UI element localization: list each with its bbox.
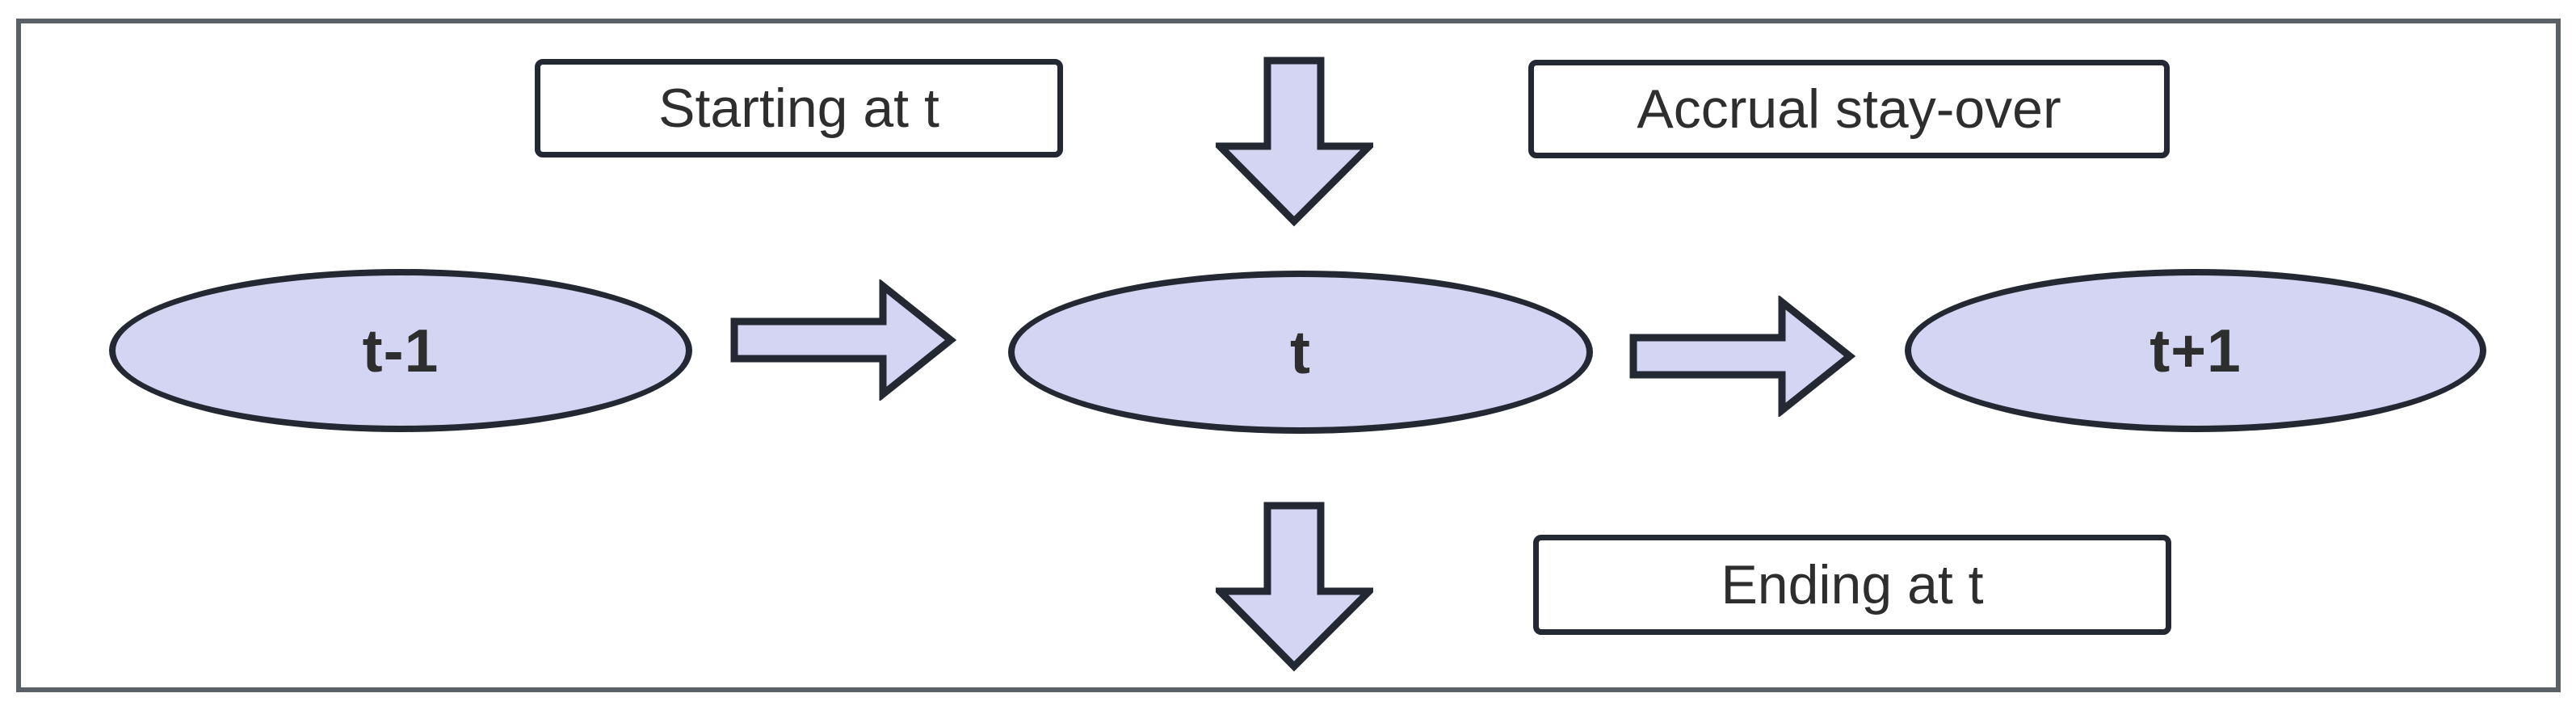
node-t: t <box>1008 271 1593 434</box>
node-t-plus-1-label: t+1 <box>2149 317 2242 384</box>
label-box-ending-at-t: Ending at t <box>1533 535 2171 635</box>
node-t-minus-1-label: t-1 <box>362 317 439 384</box>
right-arrow-icon <box>730 279 957 401</box>
starting-at-t-label: Starting at t <box>658 78 939 139</box>
ending-at-t-label: Ending at t <box>1721 554 1984 615</box>
down-arrow-icon <box>1216 57 1373 227</box>
node-t-plus-1: t+1 <box>1905 269 2486 432</box>
right-arrow-icon <box>1629 296 1856 417</box>
label-box-accrual-stay-over: Accrual stay-over <box>1528 60 2170 158</box>
node-t-minus-1: t-1 <box>109 269 692 432</box>
diagram-frame <box>16 19 2561 692</box>
accrual-stay-over-label: Accrual stay-over <box>1637 78 2061 140</box>
label-box-starting-at-t: Starting at t <box>535 59 1063 158</box>
node-t-label: t <box>1290 318 1311 386</box>
down-arrow-icon <box>1216 502 1373 672</box>
